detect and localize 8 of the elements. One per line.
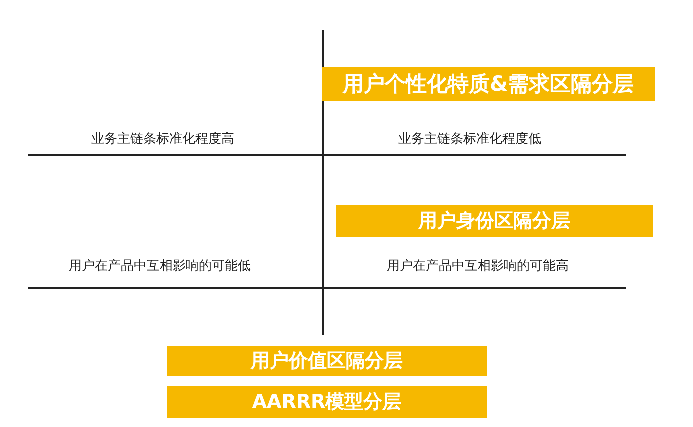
layer-box: 用户个性化特质&需求区隔分层 [322,67,655,101]
quadrant-label: 用户在产品中互相影响的可能低 [69,258,251,275]
quadrant-label: 业务主链条标准化程度低 [398,131,542,148]
layer-box: 用户身份区隔分层 [336,205,653,237]
layer-box: AARRR模型分层 [167,386,487,418]
quadrant-label: 用户在产品中互相影响的可能高 [387,258,569,275]
layer-box: 用户价值区隔分层 [167,346,487,376]
quadrant-label: 业务主链条标准化程度高 [92,131,234,148]
